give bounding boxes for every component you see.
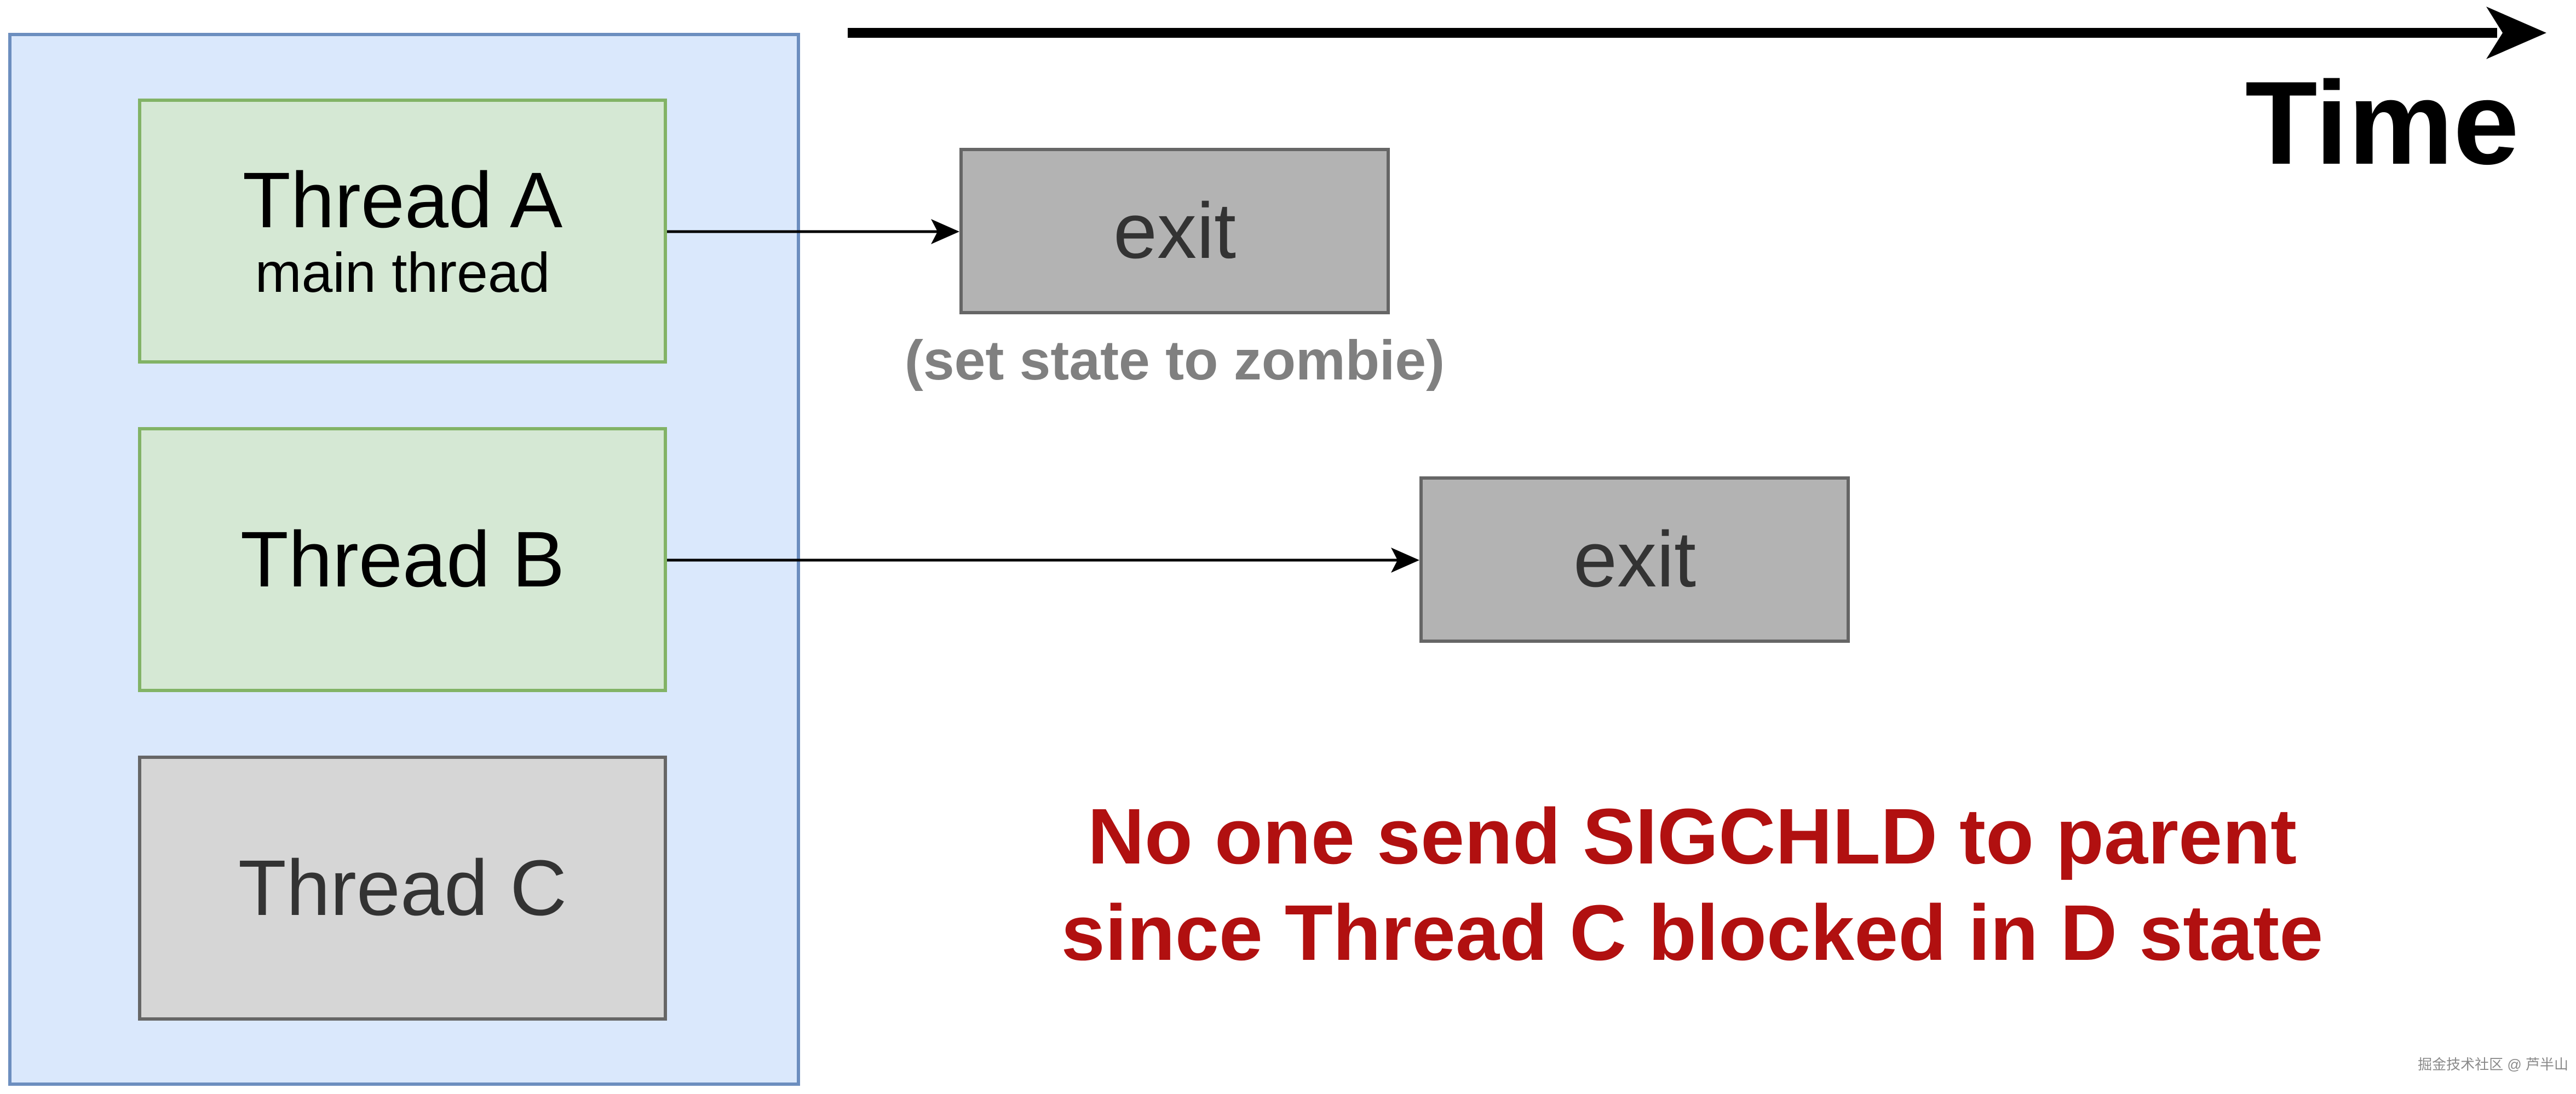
thread-b-box: Thread B [138,427,667,692]
thread-b-exit-arrow [667,548,1419,573]
thread-a-exit-box: exit [959,148,1390,314]
time-axis-label: Time [2245,56,2519,189]
thread-c-box: Thread C [138,756,667,1021]
thread-a-subtitle: main thread [255,241,550,304]
zombie-state-note: (set state to zombie) [904,329,1445,391]
watermark: 掘金技术社区 @ 芦半山 [2418,1056,2568,1073]
thread-a-exit-arrow [667,219,959,244]
thread-a-box: Thread A main thread [138,99,667,364]
time-axis-arrow [848,7,2546,59]
thread-c-label: Thread C [238,844,567,932]
explanation-line-1: No one send SIGCHLD to parent [1087,792,2297,880]
thread-b-exit-label: exit [1573,515,1697,603]
thread-b-label: Thread B [240,515,565,604]
thread-a-exit-label: exit [1113,187,1237,275]
explanation-line-2: since Thread C blocked in D state [1061,888,2324,977]
thread-b-exit-box: exit [1419,476,1850,643]
thread-a-label: Thread A [242,156,563,245]
explanation-text: No one send SIGCHLD to parent since Thre… [969,788,2415,981]
